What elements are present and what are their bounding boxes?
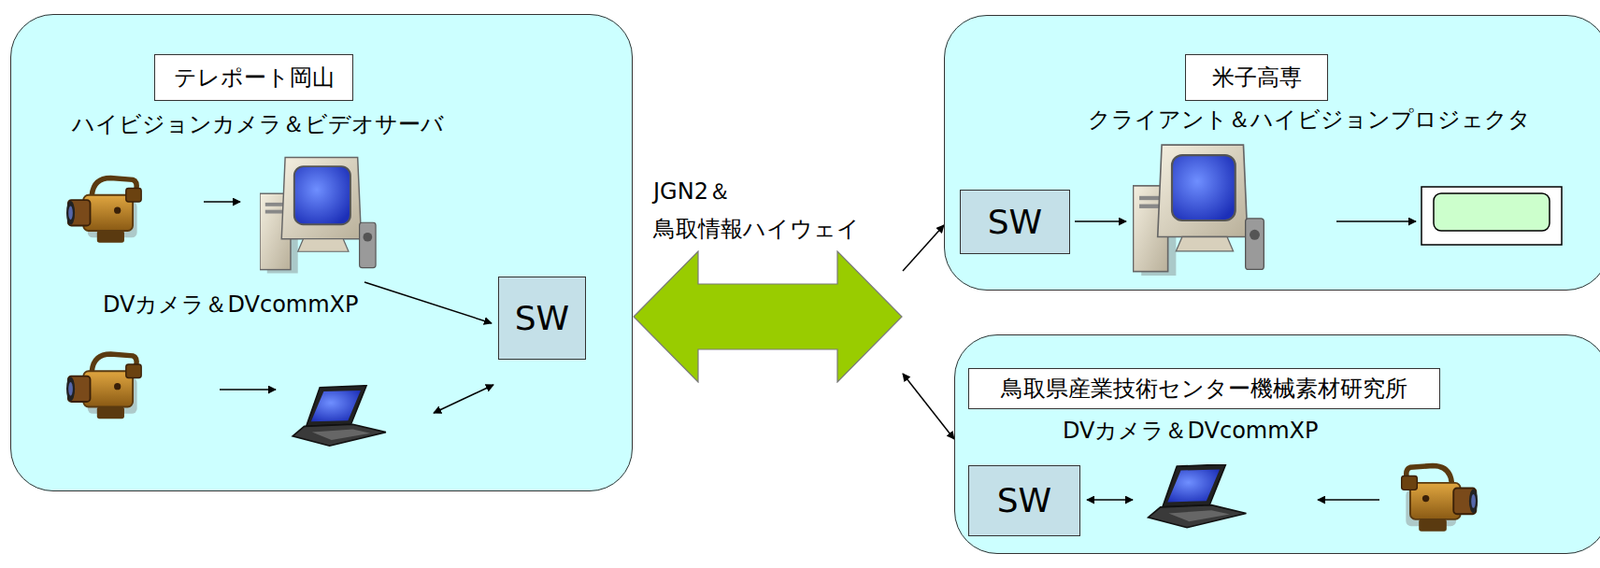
video-server: [259, 157, 376, 273]
text-slot: ハイビジョンカメラ＆ビデオサーバ: [71, 110, 444, 139]
equipment-caption: ハイビジョンカメラ＆ビデオサーバ: [71, 110, 444, 139]
text-slot: JGN2＆ 鳥取情報ハイウェイ: [653, 172, 878, 248]
network-link: [902, 373, 955, 440]
network-link: [902, 225, 944, 272]
equipment-caption: DVカメラ＆DVcommXP: [102, 290, 359, 319]
text-slot: クライアント＆ハイビジョンプロジェクタ: [1087, 105, 1531, 134]
site-panel: クライアント＆ハイビジョンプロジェクタ 米子高専 SW: [943, 14, 1600, 291]
panel-fill: [10, 14, 633, 492]
site-title-box: 鳥取県産業技術センター機械素材研究所: [968, 368, 1441, 410]
network-switch: SW: [959, 189, 1071, 255]
network-label: JGN2＆ 鳥取情報ハイウェイ: [653, 172, 878, 248]
text-slot: DVカメラ＆DVcommXP: [1062, 416, 1319, 445]
network-arrow: JGN2＆ 鳥取情報ハイウェイ: [632, 172, 903, 384]
double-arrow-fill: [633, 251, 902, 383]
switch-label: SW: [514, 300, 570, 338]
dvcomm-laptop: [292, 385, 386, 446]
site-panel: ハイビジョンカメラ＆ビデオサーバ DVカメラ＆DVcommXP テレポート岡山 SW: [10, 14, 633, 492]
network-switch: SW: [968, 465, 1081, 537]
client-pc: [1133, 144, 1265, 276]
site-name: テレポート岡山: [173, 63, 335, 92]
signal-arrow: [1317, 499, 1380, 501]
equipment-caption: DVカメラ＆DVcommXP: [1062, 416, 1319, 445]
switch-label: SW: [987, 203, 1043, 242]
text-slot: DVカメラ＆DVcommXP: [102, 290, 359, 319]
hdtv-camera: [66, 178, 142, 243]
site-name: 米子高専: [1212, 63, 1302, 92]
dvcomm-laptop: [1148, 464, 1247, 529]
dv-camera: [66, 354, 142, 419]
panel-fill: [954, 334, 1600, 555]
equipment-icons: [66, 144, 1562, 532]
projector-screen: [1421, 186, 1562, 245]
signal-arrow: [219, 388, 276, 391]
panel-fills: [10, 14, 1600, 555]
signal-arrow: [433, 385, 494, 414]
panel-fill: [943, 14, 1600, 291]
signal-arrow: [1086, 499, 1133, 501]
internal-arrows: [203, 201, 1416, 500]
dv-camera: [1401, 465, 1479, 531]
connectors: [902, 225, 955, 440]
site-panel: DVカメラ＆DVcommXP 鳥取県産業技術センター機械素材研究所 SW: [954, 334, 1600, 555]
network-switch: SW: [498, 276, 586, 360]
site-name: 鳥取県産業技術センター機械素材研究所: [1000, 374, 1408, 403]
signal-arrow: [203, 200, 241, 203]
projector-image: [1433, 193, 1550, 231]
switch-label: SW: [997, 482, 1052, 520]
site-title-box: テレポート岡山: [154, 54, 354, 101]
site-title-box: 米子高専: [1185, 54, 1329, 101]
signal-arrow: [364, 282, 492, 324]
double-arrow-shape: [632, 250, 903, 384]
signal-arrow: [1074, 220, 1127, 223]
equipment-caption: クライアント＆ハイビジョンプロジェクタ: [1087, 105, 1531, 134]
signal-arrow: [1336, 220, 1416, 223]
